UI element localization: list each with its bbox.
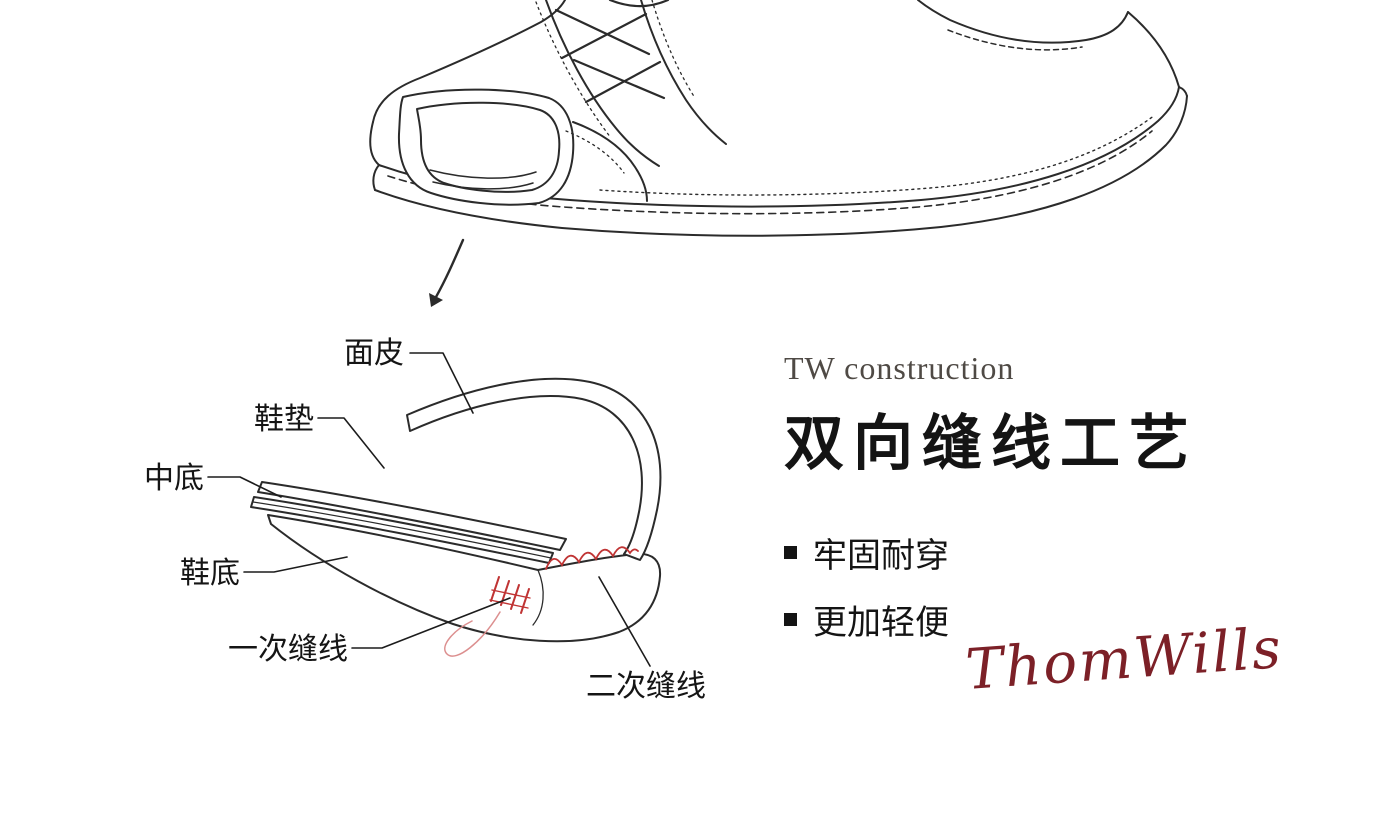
square-bullet-icon xyxy=(784,613,797,626)
label-second-stitch: 二次缝线 xyxy=(586,670,706,703)
label-outsole: 鞋底 xyxy=(180,557,240,590)
eyestay-edge-right xyxy=(640,0,727,145)
toe-front-path xyxy=(369,121,380,166)
cutaway-inner-ring xyxy=(416,101,561,193)
craft-info-block: TW construction 双向缝线工艺 牢固耐穿 更加轻便 xyxy=(784,350,1304,644)
insole-layer-shape xyxy=(257,481,567,551)
heel-back-path xyxy=(1127,11,1180,88)
label-insole: 鞋垫 xyxy=(254,403,314,436)
down-arrow-icon xyxy=(429,238,465,307)
outsole-layer-shape xyxy=(267,514,662,643)
sole-bottom-edge xyxy=(374,95,1188,237)
leader-line-upper xyxy=(409,352,474,414)
leader-line-first-stitch xyxy=(351,597,511,649)
sole-layers-diagram xyxy=(250,377,662,643)
loose-thread xyxy=(444,611,501,657)
sole-heel-cap xyxy=(1178,86,1188,97)
leader-line-second-stitch xyxy=(598,576,651,667)
feature-item: 更加轻便 xyxy=(784,595,1304,644)
shoe-sketch xyxy=(369,0,1188,237)
second-stitch-scallops xyxy=(545,546,639,570)
toe-outline-path xyxy=(372,0,566,123)
toe-cutaway xyxy=(397,88,575,206)
eyestay-dotted-right xyxy=(651,0,696,99)
outsole-seam-face-line xyxy=(532,569,544,626)
vamp-seam-dotted xyxy=(565,130,625,174)
lace-top-loop xyxy=(608,0,670,8)
craft-subtitle: TW construction xyxy=(784,350,1015,386)
upper-layer-shape xyxy=(406,377,662,561)
stitch-mark xyxy=(490,576,500,602)
collar-topline-path xyxy=(917,0,1129,44)
leader-line-insole xyxy=(317,417,385,469)
lacing-panel xyxy=(535,0,727,167)
lace-line xyxy=(554,8,651,56)
cutaway-footbed-line-2 xyxy=(432,181,534,190)
stitch-cross-thread xyxy=(489,599,529,609)
collar-stitch-dashed xyxy=(947,29,1083,51)
label-leader-lines xyxy=(207,352,651,667)
sole-front-cap xyxy=(372,164,380,191)
feature-text: 更加轻便 xyxy=(813,605,949,642)
label-midsole: 中底 xyxy=(144,462,204,495)
label-first-stitch: 一次缝线 xyxy=(228,633,348,666)
leader-line-outsole xyxy=(243,556,348,573)
cutaway-outer-ring xyxy=(397,88,575,206)
stitch-mark xyxy=(520,588,530,614)
label-upper: 面皮 xyxy=(344,337,404,370)
eyestay-edge-left xyxy=(545,0,660,167)
craft-title: 双向缝线工艺 xyxy=(784,411,1198,477)
leader-line-midsole xyxy=(207,476,282,498)
laces xyxy=(554,0,670,104)
stitch-cross-thread xyxy=(491,589,531,599)
lace-line xyxy=(572,58,666,100)
midsole-lamination-line xyxy=(252,501,552,559)
feature-list: 牢固耐穿 更加轻便 xyxy=(784,528,1304,644)
feature-text: 牢固耐穿 xyxy=(813,538,949,575)
vamp-seam-path xyxy=(572,121,648,202)
lace-line xyxy=(584,60,662,104)
feature-item: 牢固耐穿 xyxy=(784,528,1304,577)
square-bullet-icon xyxy=(784,546,797,559)
lace-line xyxy=(560,12,648,60)
cutaway-footbed-line xyxy=(429,169,537,179)
first-stitch-marks xyxy=(489,576,531,614)
upper-sole-seam-dotted xyxy=(599,114,1156,196)
